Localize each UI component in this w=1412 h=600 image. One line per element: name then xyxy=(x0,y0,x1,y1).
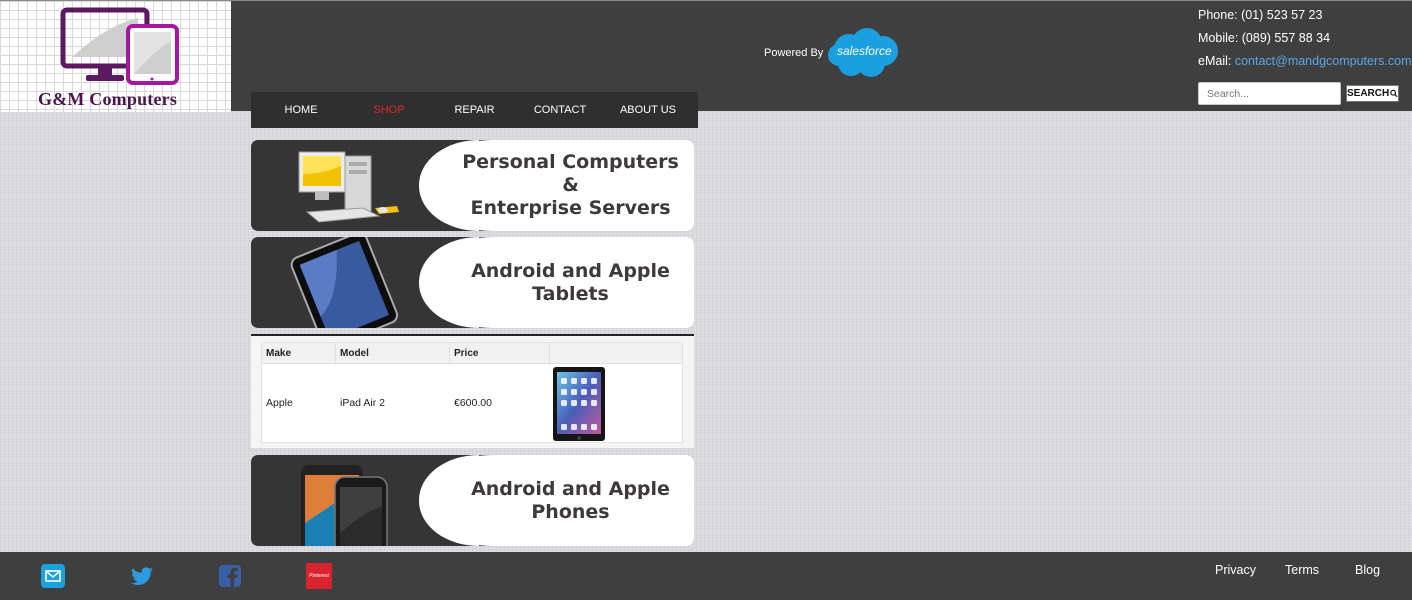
banner-white-panel xyxy=(419,140,694,231)
column-header-model: Model xyxy=(336,343,450,364)
column-header-price: Price xyxy=(450,343,550,364)
search-button-label: SEARCH xyxy=(1347,88,1390,99)
header: G&M Computers Powered By salesforce Phon… xyxy=(0,0,1412,112)
product-panel: Make Model Price Apple iPad Air 2 €600.0… xyxy=(251,334,694,448)
smartphones-icon xyxy=(301,465,388,546)
footer-link-terms[interactable]: Terms xyxy=(1285,563,1320,577)
contact-info: Phone: (01) 523 57 23 Mobile: (089) 557 … xyxy=(1198,7,1411,76)
nav-about-us[interactable]: ABOUT US xyxy=(619,104,676,116)
footer: Pinterest Privacy Terms Blog xyxy=(0,552,1412,600)
powered-by: Powered By salesforce xyxy=(764,27,901,79)
brand-name: G&M Computers xyxy=(38,89,178,109)
banner-personal-computers[interactable]: Personal Computers & Enterprise Servers xyxy=(251,140,694,231)
tablet-icon xyxy=(290,237,399,328)
search-icon xyxy=(1390,89,1398,98)
phone-number: Phone: (01) 523 57 23 xyxy=(1198,8,1323,22)
pinterest-label: Pinterest xyxy=(309,573,329,579)
cell-price: €600.00 xyxy=(454,397,492,409)
cell-make: Apple xyxy=(266,397,293,409)
banner-phones[interactable]: Android and Apple Phones xyxy=(251,455,694,546)
table-header: Make Model Price xyxy=(262,343,682,364)
nav-shop[interactable]: SHOP xyxy=(373,104,405,116)
email-icon[interactable] xyxy=(40,563,66,589)
cloud-icon xyxy=(828,28,899,77)
twitter-icon[interactable] xyxy=(129,563,155,589)
cell-model: iPad Air 2 xyxy=(340,397,385,409)
email-link[interactable]: contact@mandgcomputers.com xyxy=(1234,54,1412,68)
product-table: Make Model Price Apple iPad Air 2 €600.0… xyxy=(261,342,683,443)
facebook-icon[interactable] xyxy=(217,563,243,589)
main-nav: HOME SHOP REPAIR CONTACT ABOUT US xyxy=(251,92,698,128)
desktop-computer-icon xyxy=(298,151,399,223)
banner-white-panel xyxy=(419,237,694,328)
footer-link-blog[interactable]: Blog xyxy=(1355,563,1381,577)
banner-title: Personal Computers & Enterprise Servers xyxy=(462,151,679,219)
pinterest-icon[interactable]: Pinterest xyxy=(306,563,332,589)
column-header-make: Make xyxy=(262,343,336,364)
nav-contact[interactable]: CONTACT xyxy=(533,104,587,116)
email-label: eMail: xyxy=(1198,54,1235,68)
ipad-product-image[interactable] xyxy=(552,366,606,442)
nav-home[interactable]: HOME xyxy=(284,104,318,116)
column-header-image xyxy=(550,343,682,364)
powered-by-label: Powered By xyxy=(764,47,824,59)
salesforce-text: salesforce xyxy=(836,44,892,58)
banner-title: Android and Apple Phones xyxy=(471,477,670,523)
mobile-number: Mobile: (089) 557 88 34 xyxy=(1198,31,1331,45)
logo-devices-icon xyxy=(60,7,179,85)
email-line: eMail: contact@mandgcomputers.com xyxy=(1198,53,1411,76)
search-input[interactable] xyxy=(1198,82,1341,105)
salesforce-logo[interactable]: salesforce xyxy=(827,27,901,79)
search-button[interactable]: SEARCH xyxy=(1346,85,1399,102)
footer-link-privacy[interactable]: Privacy xyxy=(1215,563,1256,577)
nav-repair[interactable]: REPAIR xyxy=(454,104,495,116)
logo[interactable]: G&M Computers xyxy=(0,1,231,112)
banner-tablets[interactable]: Android and Apple Tablets xyxy=(251,237,694,328)
banner-title: Android and Apple Tablets xyxy=(471,259,670,305)
